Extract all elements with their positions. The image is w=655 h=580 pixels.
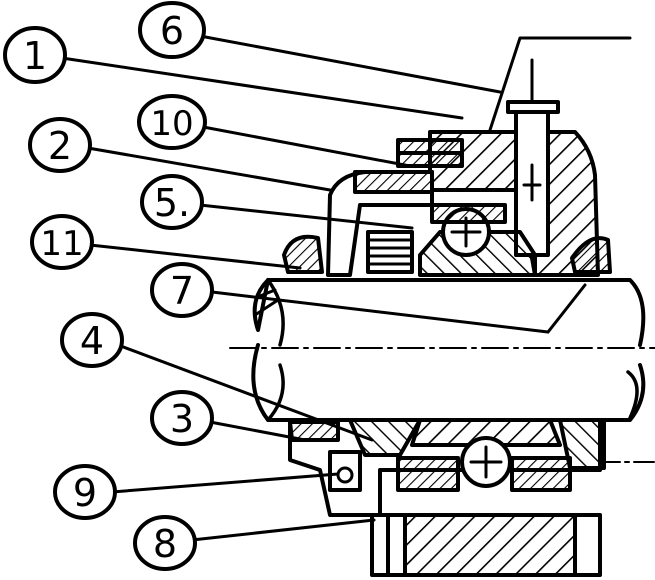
callout-3: 3	[150, 390, 214, 446]
callout-4: 4	[60, 312, 124, 368]
callout-6: 6	[138, 1, 206, 59]
callout-8: 8	[133, 515, 197, 571]
upper-seal-left	[282, 234, 324, 274]
callout-6-label: 6	[160, 9, 184, 53]
callout-1-label: 1	[23, 34, 47, 78]
callout-11: 11	[30, 214, 94, 270]
callout-5: 5.	[140, 174, 204, 230]
callout-10: 10	[137, 94, 207, 150]
callout-9-label: 9	[73, 471, 97, 515]
callouts: 6 1 10 2 5. 11 7 4 3 9 8	[3, 1, 214, 571]
leader-10	[196, 124, 412, 168]
leader-4	[116, 343, 374, 442]
leader-7	[210, 283, 587, 334]
leader-lines	[60, 34, 587, 542]
leader-2	[86, 146, 332, 192]
lower-spring-right	[510, 456, 572, 492]
callout-7-label: 7	[170, 269, 194, 313]
callout-1: 1	[3, 26, 67, 84]
leader-1	[60, 56, 464, 120]
callout-5-label: 5.	[154, 181, 190, 225]
leader-9	[110, 472, 340, 494]
leader-3	[208, 420, 307, 442]
callout-11-label: 11	[40, 224, 83, 264]
lower-seal-right	[558, 418, 606, 470]
callout-9: 9	[53, 464, 117, 520]
lower-bearing-mid	[410, 418, 562, 447]
callout-2: 2	[28, 117, 92, 173]
upper-cover	[326, 170, 434, 277]
leader-5	[198, 203, 414, 230]
leader-11	[88, 243, 302, 270]
upper-cover-hatch	[353, 170, 434, 194]
lower-bearing-inner	[348, 418, 422, 457]
callout-10-label: 10	[150, 104, 193, 144]
callout-8-label: 8	[153, 522, 177, 566]
lower-spring	[396, 456, 460, 492]
callout-4-label: 4	[80, 319, 104, 363]
lower-base-hatch	[403, 513, 577, 577]
upper-seal-right	[570, 236, 612, 274]
leader-6	[198, 34, 502, 94]
leader-8	[190, 518, 376, 542]
shaft	[251, 278, 646, 422]
drawing-body	[229, 36, 655, 577]
upper-bearing-outer	[430, 203, 507, 224]
upper-spring	[366, 230, 414, 274]
callout-2-label: 2	[48, 124, 72, 168]
callout-3-label: 3	[170, 397, 194, 441]
callout-7: 7	[150, 262, 214, 318]
